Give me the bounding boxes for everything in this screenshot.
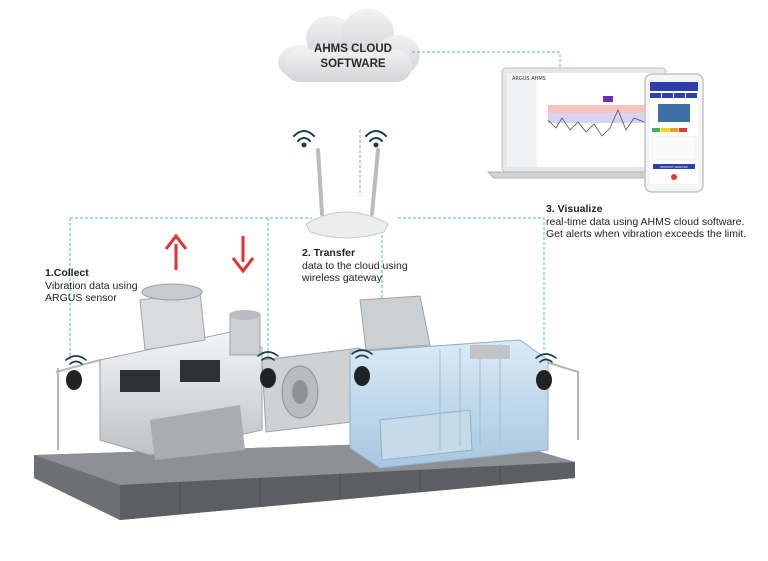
step-transfer: 2. Transfer data to the cloud using wire…	[302, 247, 408, 285]
cloud-label-line2: SOFTWARE	[320, 58, 386, 70]
step-collect: 1.Collect Vibration data using ARGUS sen…	[45, 267, 138, 305]
step-transfer-line1: data to the cloud using	[302, 259, 408, 272]
step-collect-line1: Vibration data using	[45, 279, 138, 292]
cloud-label: AHMS CLOUD SOFTWARE	[298, 42, 408, 72]
step-collect-line2: ARGUS sensor	[45, 292, 117, 304]
cloud-label-line1: AHMS CLOUD	[314, 43, 392, 55]
step-transfer-title: 2. Transfer	[302, 247, 356, 259]
laptop-brand: ARGUS AHMS	[512, 76, 546, 82]
step-visualize-line2: Get alerts when vibration exceeds the li…	[546, 228, 747, 240]
step-transfer-line2: wireless gateway	[302, 272, 382, 284]
cloud-shape	[278, 9, 420, 82]
pump-body	[99, 283, 263, 460]
sensor-icon	[66, 366, 552, 390]
step-visualize: 3. Visualize real-time data using AHMS c…	[546, 203, 746, 241]
phone-button-label: REQUEST ANALYSIS	[660, 165, 688, 169]
arrow-up-icon	[164, 233, 188, 270]
step-visualize-line1: real-time data using AHMS cloud software…	[546, 215, 745, 228]
wifi-router-icon	[305, 148, 389, 239]
step-collect-title: 1.Collect	[45, 267, 89, 279]
coupling	[261, 347, 369, 433]
step-visualize-title: 3. Visualize	[546, 203, 603, 215]
phone-icon	[644, 73, 704, 193]
electric-motor	[349, 295, 549, 469]
sensor-wifi-icon	[65, 349, 557, 365]
wifi-signal-icon	[293, 130, 387, 148]
arrow-down-icon	[231, 236, 255, 274]
laptop-icon	[486, 67, 684, 179]
